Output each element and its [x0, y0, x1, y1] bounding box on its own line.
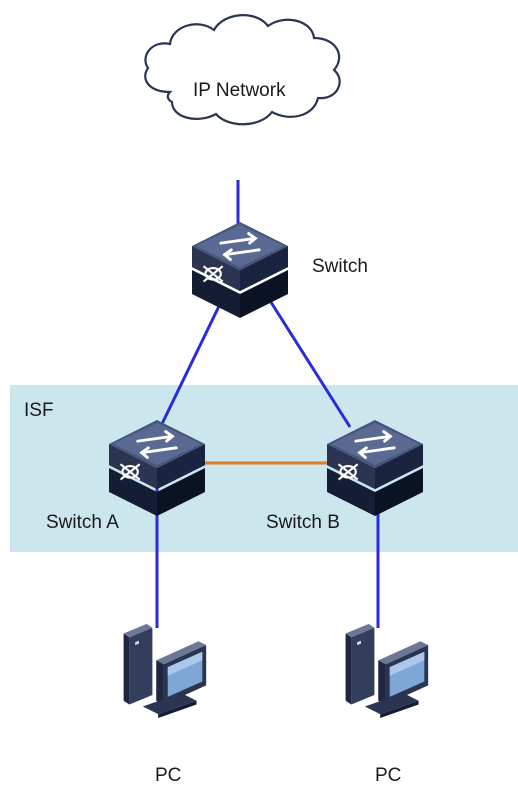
- pc-left-label: PC: [155, 765, 182, 786]
- cloud-icon: [144, 14, 341, 126]
- isf-group-label: ISF: [24, 400, 54, 421]
- isf-group-area: [10, 385, 518, 552]
- switch-a-label: Switch A: [46, 512, 119, 533]
- pc-left-icon: [123, 623, 207, 718]
- link-switch-switch-b: [260, 287, 352, 428]
- pc-right-label: PC: [375, 765, 402, 786]
- pc-right-icon: [345, 623, 429, 718]
- switch-b-label: Switch B: [266, 512, 340, 533]
- cloud-label: IP Network: [193, 80, 286, 101]
- link-switch-switch-a: [158, 299, 224, 429]
- core-switch-label: Switch: [312, 256, 368, 277]
